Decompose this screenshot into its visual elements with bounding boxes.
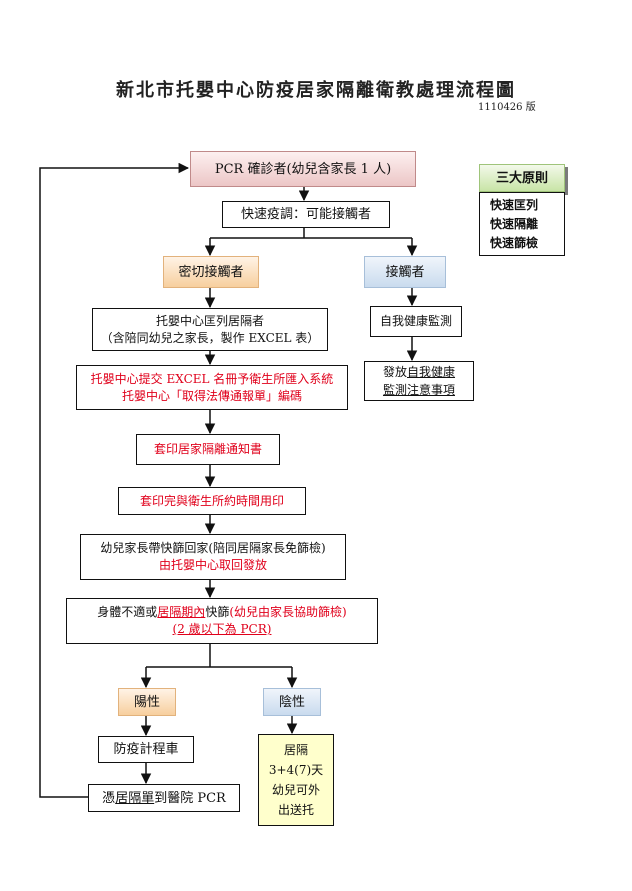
node-rapid-test-home-line2: 由托嬰中心取回發放 xyxy=(158,558,267,572)
node-list-quarantine-line2: （含陪同幼兒之家長，製作 EXCEL 表） xyxy=(100,330,320,345)
node-stamp-notice-label: 套印完與衛生所約時間用印 xyxy=(139,493,284,508)
document-version: 1110426 版 xyxy=(478,102,536,113)
node-hospital-pcr: 憑居隔單到醫院 PCR xyxy=(88,784,240,812)
node-pcr-confirmed-label: PCR 確診者(幼兒含家長 1 人) xyxy=(214,161,392,177)
node-stamp-notice: 套印完與衛生所約時間用印 xyxy=(118,487,306,515)
node-release: 居隔 3+4(7)天 幼兒可外 出送托 xyxy=(258,734,334,826)
node-symptom-test-part4: (幼兒由家長協助篩檢) xyxy=(229,605,347,619)
node-self-health-monitor: 自我健康監測 xyxy=(370,306,462,337)
principles-item: 快速隔離 xyxy=(490,216,539,231)
principles-title: 三大原則 xyxy=(479,164,565,192)
node-issue-notice-line1: 發放自我健康 xyxy=(383,363,455,381)
connector-feedback-loop xyxy=(39,162,190,798)
node-quarantine-taxi-label: 防疫計程車 xyxy=(113,742,179,757)
node-release-line4: 出送托 xyxy=(277,803,314,817)
node-print-notice: 套印居家隔離通知書 xyxy=(136,434,280,465)
principles-item: 快速匡列 xyxy=(490,197,539,212)
node-print-notice-label: 套印居家隔離通知書 xyxy=(153,442,262,456)
node-hospital-pcr-part1: 憑 xyxy=(102,790,116,806)
node-contact: 接觸者 xyxy=(364,256,446,288)
node-symptom-test-line1: 身體不適或居隔期內快篩(幼兒由家長協助篩檢) xyxy=(97,604,346,621)
node-close-contact: 密切接觸者 xyxy=(163,256,259,288)
node-contact-label: 接觸者 xyxy=(385,264,425,280)
node-positive: 陽性 xyxy=(118,688,176,716)
node-close-contact-label: 密切接觸者 xyxy=(178,264,244,280)
principles-title-label: 三大原則 xyxy=(495,170,548,186)
node-issue-notice-part3: 監測注意事項 xyxy=(382,383,455,397)
node-negative: 陰性 xyxy=(263,688,321,716)
node-submit-excel-line1: 托嬰中心提交 EXCEL 名冊予衛生所匯入系統 xyxy=(90,371,334,386)
node-issue-notice-part2: 自我健康 xyxy=(407,365,456,379)
node-symptom-test-line2: (2 歲以下為 PCR) xyxy=(172,622,272,636)
node-list-quarantine: 托嬰中心匡列居隔者 （含陪同幼兒之家長，製作 EXCEL 表） xyxy=(92,308,328,351)
node-issue-notice-part1: 發放 xyxy=(382,365,407,379)
node-list-quarantine-line1: 托嬰中心匡列居隔者 xyxy=(155,313,264,328)
node-release-line2: 3+4(7)天 xyxy=(268,763,324,777)
node-symptom-test: 身體不適或居隔期內快篩(幼兒由家長協助篩檢) (2 歲以下為 PCR) xyxy=(66,598,378,644)
node-issue-notice: 發放自我健康 監測注意事項 xyxy=(364,361,474,401)
node-rapid-investigation: 快速疫調：可能接觸者 xyxy=(222,201,390,228)
node-submit-excel-line2: 托嬰中心「取得法傳通報單」編碼 xyxy=(121,388,302,403)
node-release-line3: 幼兒可外 xyxy=(271,783,320,797)
node-negative-label: 陰性 xyxy=(278,694,305,710)
document-title: 新北市托嬰中心防疫居家隔離衛教處理流程圖 xyxy=(116,80,516,101)
node-quarantine-taxi: 防疫計程車 xyxy=(98,736,194,763)
node-submit-excel: 托嬰中心提交 EXCEL 名冊予衛生所匯入系統 托嬰中心「取得法傳通報單」編碼 xyxy=(76,365,348,410)
node-rapid-test-home-line1: 幼兒家長帶快篩回家(陪同居隔家長免篩檢) xyxy=(100,541,326,555)
node-hospital-pcr-text: 憑居隔單到醫院 PCR xyxy=(102,790,226,807)
node-positive-label: 陽性 xyxy=(133,694,160,710)
node-hospital-pcr-part2: 居隔單 xyxy=(115,790,155,806)
node-rapid-test-home: 幼兒家長帶快篩回家(陪同居隔家長免篩檢) 由托嬰中心取回發放 xyxy=(80,534,346,580)
node-symptom-test-part3: 快篩 xyxy=(205,605,230,619)
node-self-health-monitor-label: 自我健康監測 xyxy=(379,314,452,328)
principles-list: 快速匡列 快速隔離 快速篩檢 xyxy=(479,192,565,256)
node-symptom-test-part2: 居隔期內 xyxy=(157,605,206,619)
node-rapid-investigation-label: 快速疫調：可能接觸者 xyxy=(240,207,371,222)
node-hospital-pcr-part3: 到醫院 PCR xyxy=(154,790,226,806)
node-pcr-confirmed: PCR 確診者(幼兒含家長 1 人) xyxy=(190,151,416,187)
node-release-line1: 居隔 xyxy=(283,743,308,757)
node-symptom-test-part1: 身體不適或 xyxy=(97,605,158,619)
principles-item: 快速篩檢 xyxy=(490,235,539,250)
